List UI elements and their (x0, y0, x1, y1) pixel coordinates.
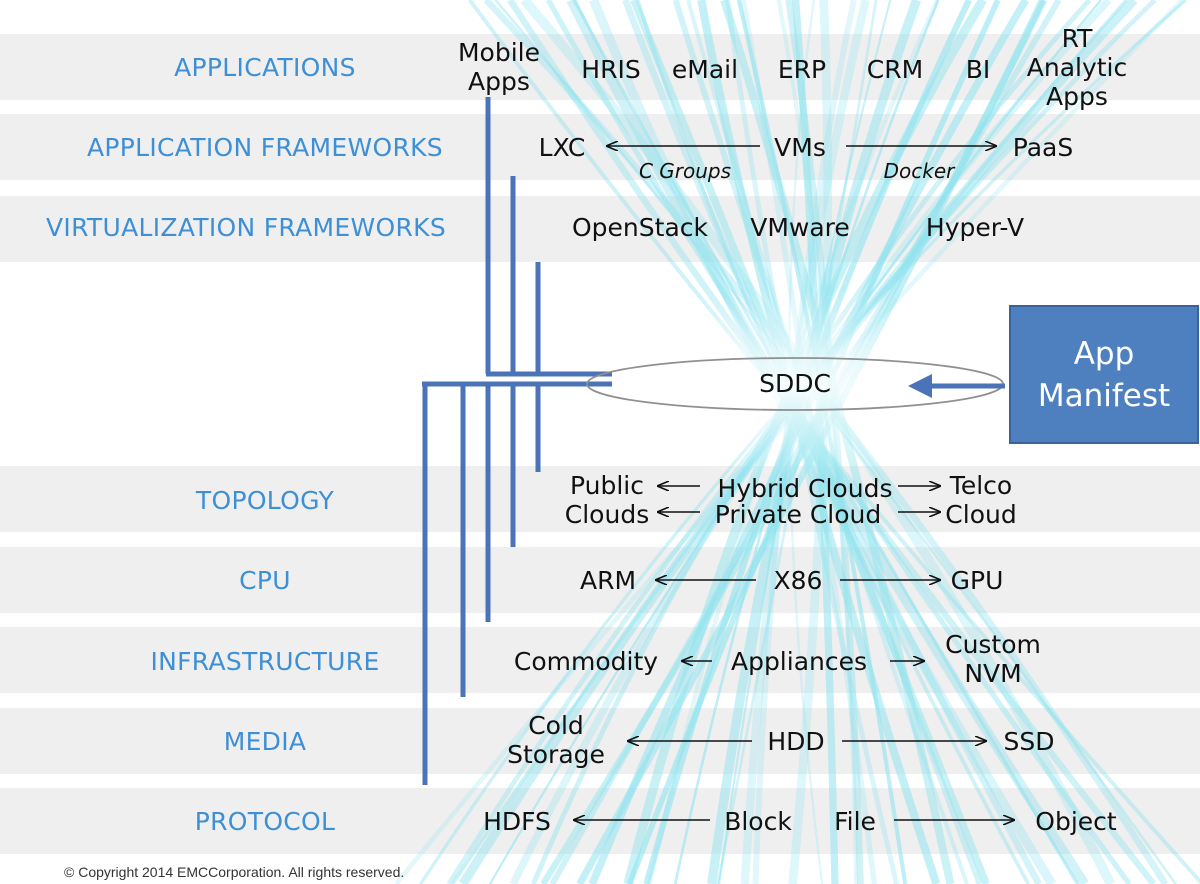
item-commodity: Commodity (513, 647, 659, 676)
manifest-arrow (908, 374, 1005, 398)
item-x86: X86 (773, 566, 823, 595)
band-cpu (0, 547, 1200, 613)
item-gpu: GPU (950, 566, 1004, 595)
item-object: Object (1035, 807, 1117, 836)
item-appliances: Appliances (730, 647, 868, 676)
item-hris: HRIS (581, 55, 641, 84)
layer-label-media: MEDIA (223, 727, 307, 756)
layer-label-topology: TOPOLOGY (195, 486, 335, 515)
item-custom-nvm: Custom NVM (945, 630, 1041, 688)
item-vms: VMs (774, 133, 826, 162)
item-docker: Docker (883, 159, 955, 183)
item-hybrid-clouds: Hybrid Clouds (717, 474, 893, 503)
item-lxc: LXC (538, 133, 586, 162)
item-private-cloud: Private Cloud (714, 500, 882, 529)
item-openstack: OpenStack (572, 213, 708, 242)
band-topology (0, 466, 1200, 532)
layer-label-application-frameworks: APPLICATION FRAMEWORKS (87, 133, 443, 162)
band-media (0, 708, 1200, 774)
item-rt-analytic-apps: RT Analytic Apps (1026, 24, 1128, 111)
band-virtualization-frameworks (0, 196, 1200, 262)
layer-label-applications: APPLICATIONS (174, 53, 356, 82)
copyright-notice: © Copyright 2014 EMCCorporation. All rig… (64, 864, 405, 880)
item-telco-cloud: Telco Cloud (945, 471, 1017, 529)
item-bi: BI (965, 55, 991, 84)
item-file: File (834, 807, 876, 836)
item-block: Block (724, 807, 792, 836)
item-c-groups: C Groups (638, 159, 732, 183)
item-email: eMail (671, 55, 739, 84)
item-crm: CRM (866, 55, 924, 84)
item-vmware: VMware (750, 213, 850, 242)
item-cold-storage: Cold Storage (507, 711, 605, 769)
item-public-clouds: Public Clouds (564, 471, 650, 529)
item-arm: ARM (579, 566, 637, 595)
layer-label-protocol: PROTOCOL (194, 807, 336, 836)
layer-label-infrastructure: INFRASTRUCTURE (150, 647, 380, 676)
layer-label-virtualization-frameworks: VIRTUALIZATION FRAMEWORKS (46, 213, 446, 242)
item-mobile-apps: Mobile Apps (457, 38, 541, 96)
sddc-label: SDDC (759, 369, 831, 398)
band-infrastructure (0, 627, 1200, 693)
item-paas: PaaS (1012, 133, 1074, 162)
item-hyperv: Hyper-V (925, 213, 1025, 242)
center-glow (570, 289, 1030, 479)
item-hdd: HDD (767, 727, 825, 756)
app-manifest-box: App Manifest (1009, 305, 1199, 444)
layer-label-cpu: CPU (239, 566, 291, 595)
item-hdfs: HDFS (483, 807, 551, 836)
item-erp: ERP (777, 55, 827, 84)
item-ssd: SSD (1003, 727, 1055, 756)
